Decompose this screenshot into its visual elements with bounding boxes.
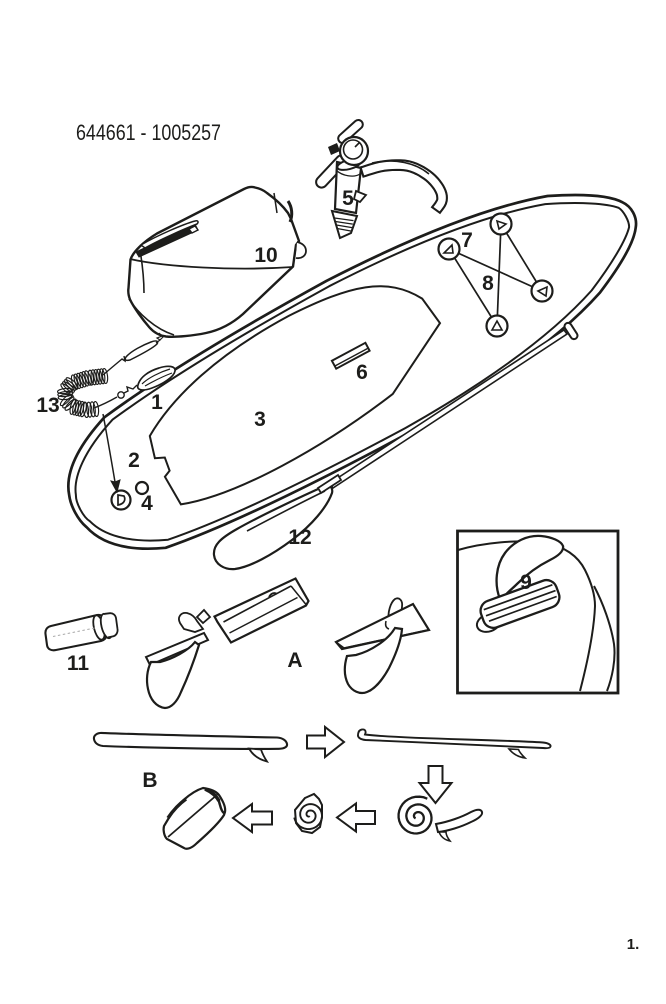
svg-text:A: A (287, 649, 302, 672)
svg-text:1.: 1. (627, 936, 640, 953)
svg-text:8: 8 (482, 272, 494, 295)
svg-text:2: 2 (128, 449, 140, 472)
svg-text:5: 5 (342, 187, 354, 210)
svg-text:4: 4 (141, 492, 153, 515)
svg-text:12: 12 (288, 526, 311, 549)
svg-text:11: 11 (67, 652, 90, 675)
svg-text:7: 7 (461, 229, 473, 252)
svg-text:3: 3 (254, 408, 266, 431)
svg-text:644661 - 1005257: 644661 - 1005257 (76, 120, 221, 145)
svg-text:6: 6 (356, 361, 368, 384)
svg-text:1: 1 (151, 391, 163, 414)
svg-text:13: 13 (36, 394, 59, 417)
svg-text:B: B (142, 769, 157, 792)
svg-text:9: 9 (520, 571, 532, 594)
svg-text:10: 10 (254, 244, 277, 267)
